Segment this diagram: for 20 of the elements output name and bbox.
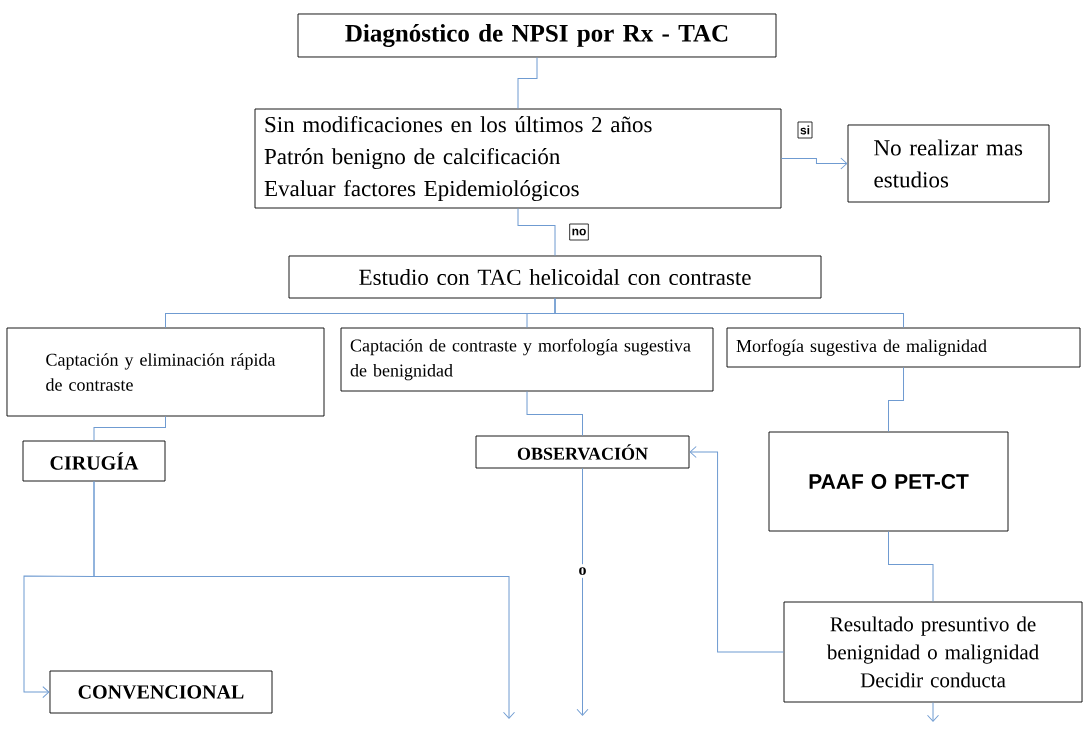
edge-label: no: [569, 223, 589, 241]
process-box: Captación y eliminación rápida de contraste: [6, 327, 325, 417]
process-box: Captación de contraste y morfología sugestiva de benignidad: [340, 327, 714, 392]
arrow: [689, 446, 785, 653]
process-box: Resultado presuntivo de benignidad o malignidad Decidir conducta: [783, 601, 1083, 703]
edge-label: o: [575, 564, 590, 578]
process-box: Diagnóstico de NPSI por Rx - TAC: [297, 13, 777, 58]
process-box: Estudio con TAC helicoidal con contraste: [288, 255, 822, 299]
process-box: PAAF O PET-CT: [768, 431, 1009, 532]
process-box: CIRUGÍA: [22, 440, 166, 482]
process-box: OBSERVACIÓN: [475, 435, 690, 469]
arrow: [927, 701, 939, 722]
process-box: Sin modificaciones en los últimos 2 años Patrón benigno de calcificación Evaluar factores Epidemiológicos: [254, 108, 782, 209]
process-box: CONVENCIONAL: [49, 670, 273, 714]
edge-label: si: [797, 121, 813, 139]
process-box: Morfogía sugestiva de malignidad: [726, 327, 1081, 368]
arrow: [780, 157, 848, 170]
process-box: No realizar mas estudios: [847, 124, 1050, 203]
arrow: [93, 480, 515, 719]
arrow: [576, 467, 589, 716]
